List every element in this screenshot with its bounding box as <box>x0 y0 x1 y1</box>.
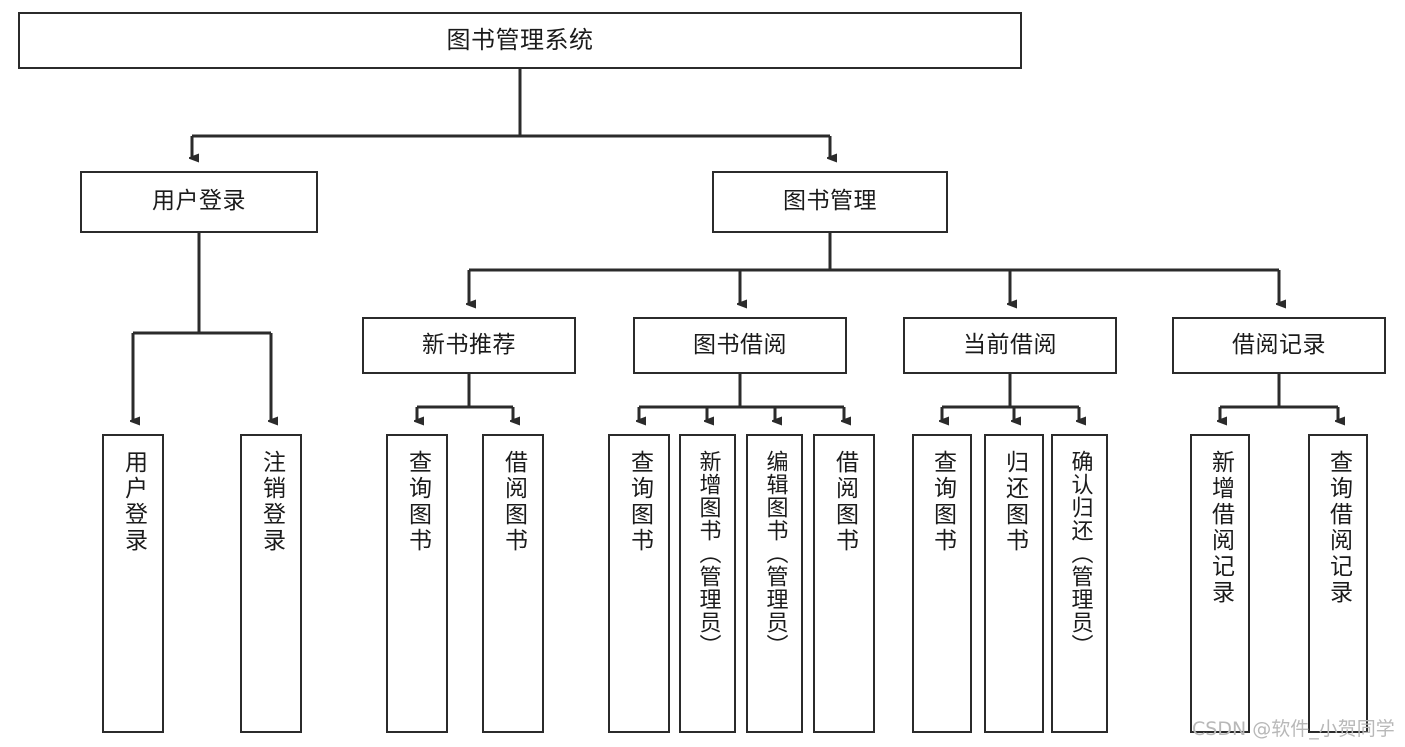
node-leaf-borrow-book-rec-label: 借阅图书 <box>500 450 527 554</box>
node-user-login[interactable]: 用户登录 <box>80 171 318 233</box>
node-leaf-query-book-rec[interactable]: 查询图书 <box>386 434 448 733</box>
node-leaf-confirm-return[interactable]: 确认归还（管理员） <box>1051 434 1108 733</box>
node-leaf-query-record[interactable]: 查询借阅记录 <box>1308 434 1368 733</box>
csdn-watermark: CSDN @软件_小贺同学 <box>1192 718 1395 740</box>
node-leaf-query-book-borrow[interactable]: 查询图书 <box>608 434 670 733</box>
node-leaf-query-book-borrow-label: 查询图书 <box>626 450 653 554</box>
node-new-book-rec-label: 新书推荐 <box>422 331 516 358</box>
node-leaf-edit-book[interactable]: 编辑图书（管理员） <box>746 434 803 733</box>
node-leaf-borrow-book-rec[interactable]: 借阅图书 <box>482 434 544 733</box>
node-book-borrow[interactable]: 图书借阅 <box>633 317 847 374</box>
node-leaf-query-book-cur[interactable]: 查询图书 <box>912 434 972 733</box>
node-borrow-record-label: 借阅记录 <box>1232 331 1326 358</box>
node-book-manage[interactable]: 图书管理 <box>712 171 948 233</box>
node-leaf-confirm-return-label: 确认归还（管理员） <box>1067 450 1093 657</box>
node-leaf-edit-book-label: 编辑图书（管理员） <box>762 450 788 657</box>
node-book-borrow-label: 图书借阅 <box>693 331 787 358</box>
node-leaf-borrow-book-label: 借阅图书 <box>831 450 858 554</box>
node-leaf-user-logout[interactable]: 注销登录 <box>240 434 302 733</box>
node-leaf-add-book[interactable]: 新增图书（管理员） <box>679 434 736 733</box>
node-borrow-record[interactable]: 借阅记录 <box>1172 317 1386 374</box>
node-root[interactable]: 图书管理系统 <box>18 12 1022 69</box>
node-leaf-user-login[interactable]: 用户登录 <box>102 434 164 733</box>
node-user-login-label: 用户登录 <box>152 188 246 215</box>
node-leaf-query-record-label: 查询借阅记录 <box>1325 450 1352 606</box>
node-leaf-query-book-cur-label: 查询图书 <box>929 450 956 554</box>
node-leaf-add-record[interactable]: 新增借阅记录 <box>1190 434 1250 733</box>
node-leaf-add-record-label: 新增借阅记录 <box>1207 450 1234 606</box>
node-current-borrow[interactable]: 当前借阅 <box>903 317 1117 374</box>
node-leaf-add-book-label: 新增图书（管理员） <box>695 450 721 657</box>
node-leaf-user-logout-label: 注销登录 <box>258 450 285 554</box>
node-root-label: 图书管理系统 <box>446 26 594 55</box>
node-leaf-borrow-book[interactable]: 借阅图书 <box>813 434 875 733</box>
node-leaf-return-book[interactable]: 归还图书 <box>984 434 1044 733</box>
node-leaf-query-book-rec-label: 查询图书 <box>404 450 431 554</box>
node-current-borrow-label: 当前借阅 <box>963 331 1057 358</box>
node-new-book-rec[interactable]: 新书推荐 <box>362 317 576 374</box>
node-book-manage-label: 图书管理 <box>783 188 877 215</box>
node-leaf-return-book-label: 归还图书 <box>1001 450 1028 554</box>
node-leaf-user-login-label: 用户登录 <box>120 450 147 554</box>
